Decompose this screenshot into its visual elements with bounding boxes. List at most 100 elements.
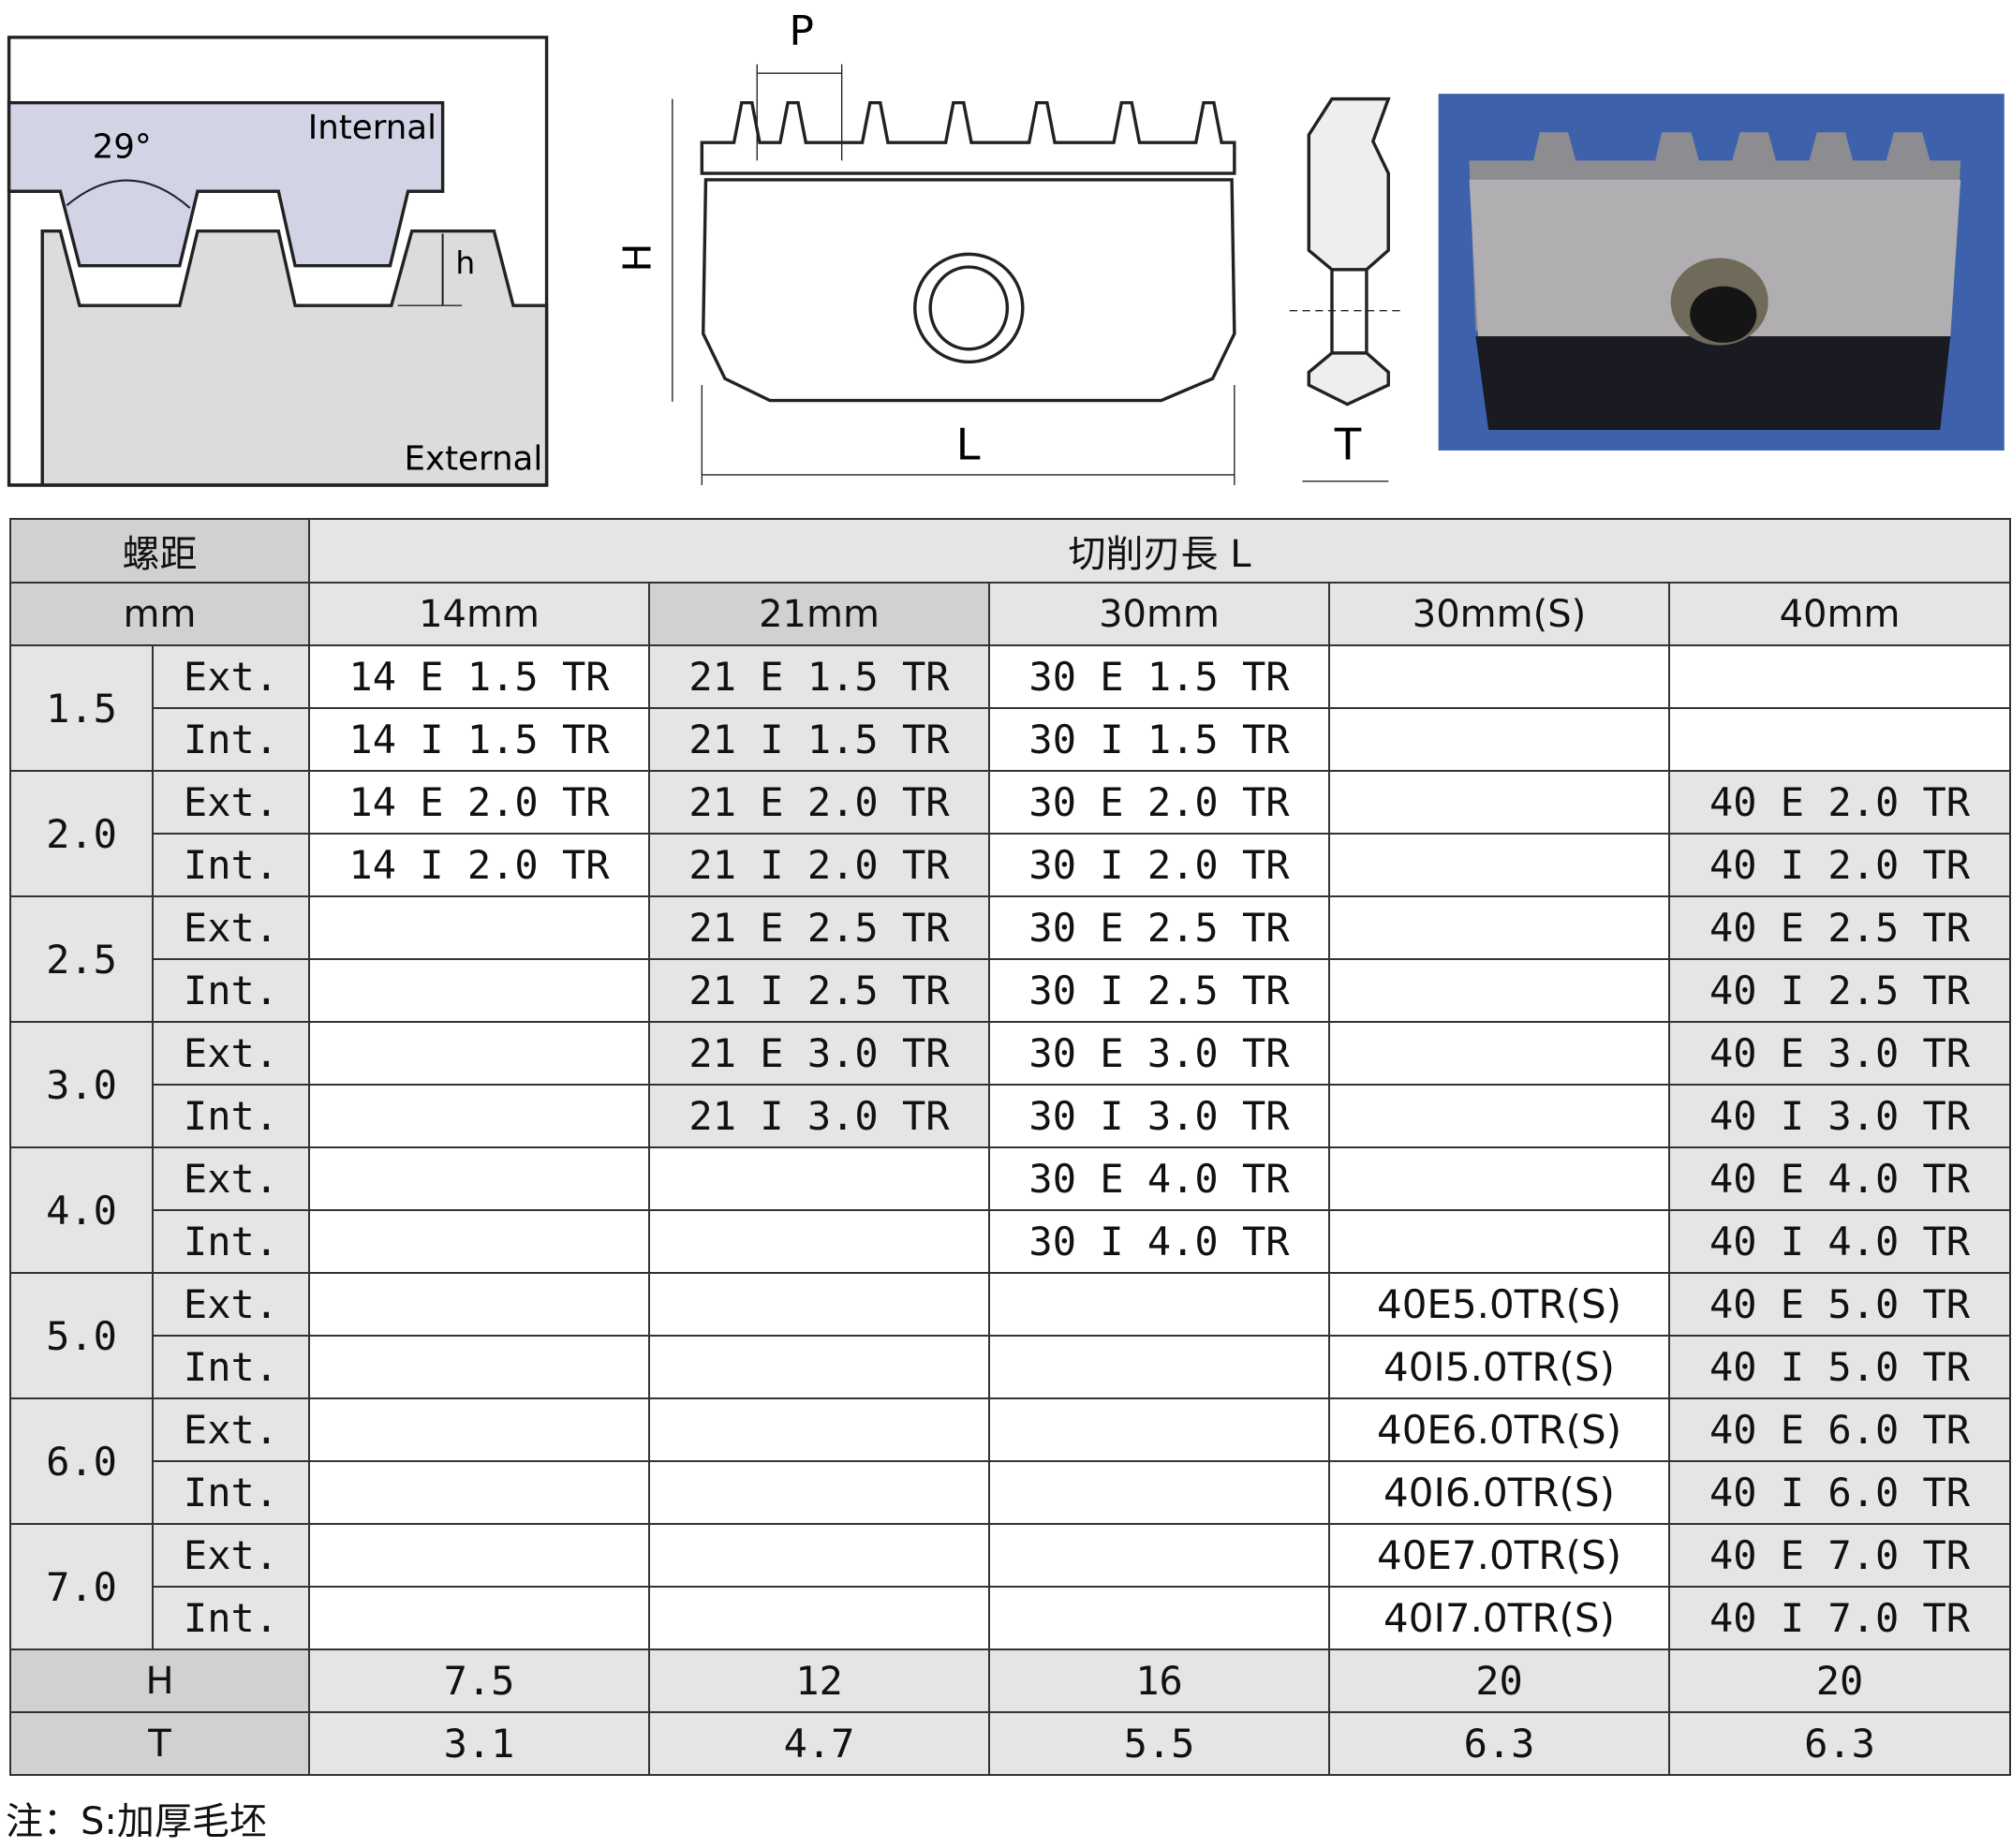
h-label: h bbox=[455, 244, 475, 281]
part-number-cell bbox=[308, 1523, 650, 1588]
part-number-cell: 30 I 3.0 TR bbox=[988, 1084, 1330, 1148]
type-cell: Int. bbox=[152, 1586, 310, 1650]
part-number-cell bbox=[1328, 1084, 1670, 1148]
part-number-cell bbox=[1667, 644, 2012, 709]
insert-drawing bbox=[672, 64, 1406, 485]
column-header: 40mm bbox=[1667, 582, 2012, 646]
part-number-cell bbox=[1328, 895, 1670, 960]
type-cell: Ext. bbox=[152, 1272, 310, 1337]
part-number-cell bbox=[988, 1586, 1330, 1650]
part-number-cell bbox=[308, 1335, 650, 1399]
dimension-value: 6.3 bbox=[1667, 1711, 2012, 1776]
part-number-cell: 14 E 1.5 TR bbox=[308, 644, 650, 709]
type-cell: Ext. bbox=[152, 1397, 310, 1462]
header-row: 螺距切削刃長 L bbox=[9, 518, 2012, 584]
part-number-cell bbox=[648, 1460, 990, 1525]
part-number-cell bbox=[308, 1460, 650, 1525]
part-number-cell: 40 E 4.0 TR bbox=[1667, 1146, 2012, 1211]
dimension-value: 4.7 bbox=[648, 1711, 990, 1776]
type-cell: Ext. bbox=[152, 1523, 310, 1588]
part-number-cell bbox=[1328, 770, 1670, 835]
pitch-cell: 3.0 bbox=[9, 1021, 154, 1148]
pitch-cell: 4.0 bbox=[9, 1146, 154, 1274]
unit-header: mm bbox=[9, 582, 310, 646]
part-number-cell: 40 E 6.0 TR bbox=[1667, 1397, 2012, 1462]
footnote: 注：S:加厚毛坯 bbox=[6, 1800, 267, 1843]
part-number-cell bbox=[308, 1021, 650, 1086]
part-number-cell: 21 I 2.5 TR bbox=[648, 958, 990, 1023]
part-number-cell bbox=[1328, 644, 1670, 709]
part-number-cell: 21 E 2.5 TR bbox=[648, 895, 990, 960]
type-cell: Int. bbox=[152, 833, 310, 897]
part-number-cell: 40 I 4.0 TR bbox=[1667, 1209, 2012, 1274]
part-number-cell bbox=[648, 1146, 990, 1211]
type-cell: Int. bbox=[152, 958, 310, 1023]
part-number-cell bbox=[308, 958, 650, 1023]
dimension-value: 20 bbox=[1328, 1648, 1670, 1713]
part-number-cell bbox=[308, 1397, 650, 1462]
angle-label: 29° bbox=[93, 128, 152, 167]
part-number-cell bbox=[1328, 1209, 1670, 1274]
thread-profile-diagram: Internal 29° h External bbox=[7, 36, 549, 487]
part-number-cell: 30 E 3.0 TR bbox=[988, 1021, 1330, 1086]
part-number-cell bbox=[988, 1460, 1330, 1525]
part-number-cell: 14 E 2.0 TR bbox=[308, 770, 650, 835]
pitch-header: 螺距 bbox=[9, 518, 310, 584]
part-number-cell: 30 E 1.5 TR bbox=[988, 644, 1330, 709]
dimension-value: 7.5 bbox=[308, 1648, 650, 1713]
external-thread-shape bbox=[40, 229, 549, 487]
dimension-value: 12 bbox=[648, 1648, 990, 1713]
type-cell: Int. bbox=[152, 1460, 310, 1525]
part-number-cell: 30 I 2.0 TR bbox=[988, 833, 1330, 897]
table-row: Int.40I5.0TR(S)40 I 5.0 TR bbox=[10, 1335, 2012, 1399]
internal-thread-shape bbox=[7, 101, 445, 268]
dimension-label: T bbox=[9, 1711, 310, 1776]
part-number-cell: 40 I 6.0 TR bbox=[1667, 1460, 2012, 1525]
pitch-cell: 7.0 bbox=[9, 1523, 154, 1650]
part-number-cell bbox=[648, 1335, 990, 1399]
length-header: 切削刃長 L bbox=[307, 518, 2012, 584]
part-number-cell: 21 E 1.5 TR bbox=[648, 644, 990, 709]
part-number-cell: 30 I 2.5 TR bbox=[988, 958, 1330, 1023]
type-cell: Ext. bbox=[152, 1146, 310, 1211]
part-number-cell: 14 I 1.5 TR bbox=[308, 707, 650, 772]
part-number-cell: 21 E 2.0 TR bbox=[648, 770, 990, 835]
l-label: L bbox=[956, 420, 981, 470]
part-number-cell bbox=[988, 1335, 1330, 1399]
part-number-cell: 30 E 4.0 TR bbox=[988, 1146, 1330, 1211]
part-number-cell: 40 I 2.0 TR bbox=[1667, 833, 2012, 897]
part-number-cell: 40 I 2.5 TR bbox=[1667, 958, 2012, 1023]
part-number-cell bbox=[308, 1272, 650, 1337]
column-header: 30mm(S) bbox=[1328, 582, 1670, 646]
part-number-cell: 21 I 3.0 TR bbox=[648, 1084, 990, 1148]
column-header: 14mm bbox=[308, 582, 650, 646]
type-cell: Ext. bbox=[152, 895, 310, 960]
table-row: Int.40I7.0TR(S)40 I 7.0 TR bbox=[10, 1586, 2012, 1650]
dimension-value: 20 bbox=[1667, 1648, 2012, 1713]
table-row: Int.40I6.0TR(S)40 I 6.0 TR bbox=[10, 1460, 2012, 1525]
part-number-cell: 14 I 2.0 TR bbox=[308, 833, 650, 897]
pitch-cell: 2.0 bbox=[9, 770, 154, 897]
part-number-cell: 40I7.0TR(S) bbox=[1328, 1586, 1670, 1650]
part-number-cell bbox=[1328, 1021, 1670, 1086]
part-number-cell bbox=[648, 1586, 990, 1650]
part-number-cell bbox=[1328, 833, 1670, 897]
part-number-cell: 30 E 2.5 TR bbox=[988, 895, 1330, 960]
part-number-cell bbox=[988, 1397, 1330, 1462]
p-label: P bbox=[789, 7, 813, 55]
type-cell: Int. bbox=[152, 1209, 310, 1274]
dimension-value: 5.5 bbox=[988, 1711, 1330, 1776]
type-cell: Int. bbox=[152, 707, 310, 772]
type-cell: Int. bbox=[152, 1084, 310, 1148]
